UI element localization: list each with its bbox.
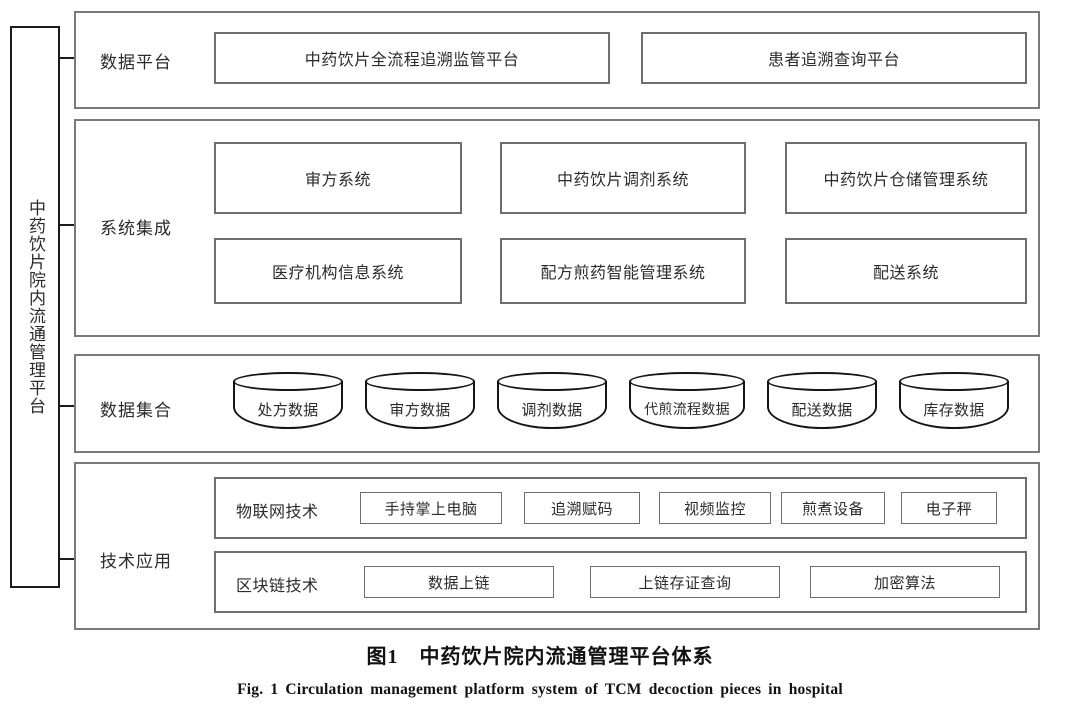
cylinder-top-ellipse (899, 372, 1009, 391)
figure-caption-english: Fig. 1 Circulation management platform s… (237, 681, 843, 698)
node-dispensing-system[interactable]: 中药饮片调剂系统 (500, 142, 746, 214)
node-traceability-supervision-platform[interactable]: 中药饮片全流程追溯监管平台 (214, 32, 610, 84)
root-platform-label: 中药饮片院内流通管理平台 (26, 199, 46, 415)
cylinder-dispensing-data[interactable]: 调剂数据 (497, 372, 607, 434)
section-label-technology-application: 技术应用 (100, 552, 172, 571)
cylinder-label: 调剂数据 (521, 402, 583, 419)
techrow-iot-label: 物联网技术 (236, 504, 319, 521)
connector-data-aggregation (58, 405, 76, 407)
cylinder-label: 配送数据 (791, 402, 853, 419)
node-delivery-system[interactable]: 配送系统 (785, 238, 1027, 304)
node-electronic-scale[interactable]: 电子秤 (901, 492, 997, 524)
techrow-blockchain-label: 区块链技术 (236, 578, 319, 595)
cylinder-top-ellipse (233, 372, 343, 391)
section-label-data-platform: 数据平台 (100, 53, 172, 72)
connector-system-integration (58, 224, 76, 226)
section-label-data-aggregation: 数据集合 (100, 401, 172, 420)
node-patient-traceability-query-platform[interactable]: 患者追溯查询平台 (641, 32, 1027, 84)
cylinder-review-data[interactable]: 审方数据 (365, 372, 475, 434)
cylinder-top-ellipse (497, 372, 607, 391)
node-decoction-equipment[interactable]: 煎煮设备 (781, 492, 885, 524)
cylinder-top-ellipse (767, 372, 877, 391)
node-encryption-algorithm[interactable]: 加密算法 (810, 566, 1000, 598)
cylinder-label: 处方数据 (257, 402, 319, 419)
node-healthcare-information-system[interactable]: 医疗机构信息系统 (214, 238, 462, 304)
root-platform-box: 中药饮片院内流通管理平台 (10, 26, 60, 588)
node-prescription-review-system[interactable]: 审方系统 (214, 142, 462, 214)
node-decoction-intelligent-management-system[interactable]: 配方煎药智能管理系统 (500, 238, 746, 304)
cylinder-label: 库存数据 (923, 402, 985, 419)
techrow-iot (214, 477, 1027, 539)
cylinder-inventory-data[interactable]: 库存数据 (899, 372, 1009, 434)
cylinder-prescription-data[interactable]: 处方数据 (233, 372, 343, 434)
section-label-system-integration: 系统集成 (100, 219, 172, 238)
node-warehouse-management-system[interactable]: 中药饮片仓储管理系统 (785, 142, 1027, 214)
connector-data-platform (58, 57, 76, 59)
cylinder-top-ellipse (629, 372, 745, 391)
cylinder-label: 代煎流程数据 (644, 403, 730, 418)
node-traceability-coding[interactable]: 追溯赋码 (524, 492, 640, 524)
connector-technology-application (58, 558, 76, 560)
cylinder-top-ellipse (365, 372, 475, 391)
node-on-chain-evidence-query[interactable]: 上链存证查询 (590, 566, 780, 598)
cylinder-decoction-process-data[interactable]: 代煎流程数据 (629, 372, 745, 434)
cylinder-label: 审方数据 (389, 402, 451, 419)
cylinder-delivery-data[interactable]: 配送数据 (767, 372, 877, 434)
node-video-surveillance[interactable]: 视频监控 (659, 492, 771, 524)
figure-caption-chinese: 图1 中药饮片院内流通管理平台体系 (366, 646, 714, 668)
node-data-on-chain[interactable]: 数据上链 (364, 566, 554, 598)
node-handheld-pda[interactable]: 手持掌上电脑 (360, 492, 502, 524)
